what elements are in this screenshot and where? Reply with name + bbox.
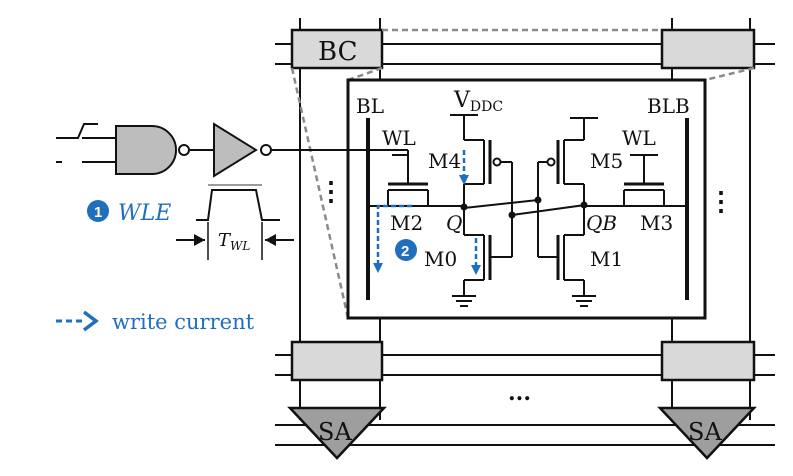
bc-label: BC bbox=[318, 37, 357, 67]
vdots-left: ⋮ bbox=[318, 177, 344, 207]
wl-right-label: WL bbox=[622, 126, 656, 150]
zoom-cell-box bbox=[346, 78, 707, 320]
vdots-right: ⋮ bbox=[708, 187, 734, 217]
sense-amps bbox=[287, 406, 757, 460]
sa-left-shape bbox=[287, 406, 387, 460]
m3-label: M3 bbox=[640, 211, 673, 235]
bitlines bbox=[366, 118, 689, 300]
vddc-label: VDDC bbox=[453, 88, 503, 115]
wle-logic bbox=[56, 122, 409, 178]
bitcell-top-left bbox=[290, 28, 384, 70]
wl-left-label: WL bbox=[382, 126, 416, 150]
inverter-shape bbox=[213, 122, 258, 178]
bitcell-bottom-right bbox=[660, 340, 756, 382]
q-label: Q bbox=[446, 211, 462, 235]
twl-label: TWL bbox=[218, 230, 250, 253]
sa-right-label: SA bbox=[688, 418, 722, 446]
m5-label: M5 bbox=[590, 149, 623, 173]
step-2-badge bbox=[395, 239, 417, 261]
write-current-main bbox=[373, 204, 412, 273]
wle-pulse bbox=[176, 184, 294, 260]
sa-right-shape bbox=[657, 406, 757, 460]
legend-text: write current bbox=[112, 310, 255, 334]
legend: write current bbox=[56, 310, 255, 334]
m4-label: M4 bbox=[428, 149, 461, 173]
hdots: ... bbox=[508, 380, 531, 406]
wle-label: WLE bbox=[118, 201, 171, 226]
step-2-number: 2 bbox=[401, 243, 409, 260]
nand-gate-shape bbox=[115, 125, 177, 175]
bitcell-bottom-left bbox=[290, 340, 384, 382]
step-1-number: 1 bbox=[94, 204, 102, 221]
write-current-paths bbox=[373, 150, 481, 275]
zoom-lines bbox=[290, 28, 755, 319]
m0-label: M0 bbox=[424, 247, 457, 271]
bitcell-blocks bbox=[290, 28, 756, 382]
blb-label: BLB bbox=[647, 94, 690, 118]
m2-label: M2 bbox=[390, 211, 423, 235]
junction-dots bbox=[460, 196, 588, 219]
qb-label: QB bbox=[586, 211, 617, 235]
sa-left-label: SA bbox=[318, 418, 352, 446]
bitcell-top-right bbox=[660, 28, 756, 70]
step-1-badge bbox=[87, 200, 109, 222]
m1-label: M1 bbox=[590, 247, 623, 271]
bl-label: BL bbox=[356, 94, 384, 118]
